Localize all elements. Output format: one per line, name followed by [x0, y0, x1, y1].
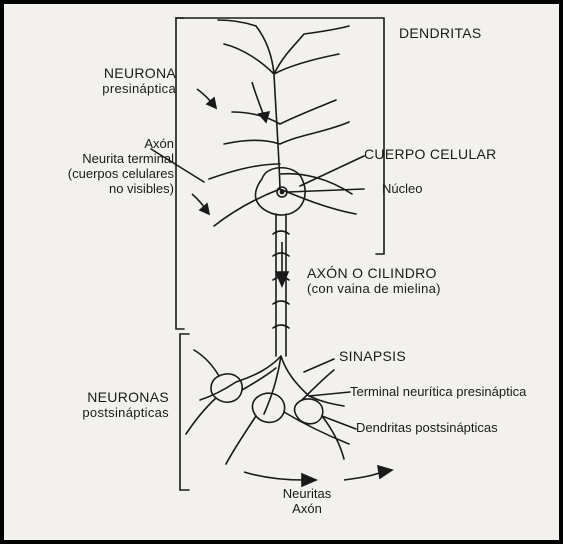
leader-nucleo	[288, 189, 364, 192]
leader-sinapsis	[304, 359, 334, 372]
label-cuerpo-celular: CUERPO CELULAR	[364, 147, 497, 162]
postsynaptic-neuron-2	[252, 393, 284, 422]
dendritas-bracket	[176, 18, 384, 254]
arrow-bottom-2	[344, 472, 382, 480]
label-neuronas-postsinapticas: NEURONAS postsinápticas	[74, 390, 169, 420]
leader-cuerpo	[300, 156, 364, 186]
label-axon-cilindro: AXÓN O CILINDRO (con vaina de mielina)	[307, 266, 441, 296]
label-nucleo: Núcleo	[382, 181, 422, 196]
label-terminal-neuritica: Terminal neurítica presináptica	[350, 384, 526, 399]
label-sinapsis: SINAPSIS	[339, 349, 406, 364]
label-dendritas-postsinapticas: Dendritas postsinápticas	[356, 420, 498, 435]
label-neurona-presinaptica: NEURONA presináptica	[86, 66, 176, 96]
label-dendritas: DENDRITAS	[399, 26, 482, 41]
label-neuritas-axon: Neuritas Axón	[272, 486, 342, 516]
dendrite-branches	[209, 20, 356, 226]
postsinaptica-bracket	[180, 334, 189, 490]
presinaptica-bracket	[176, 18, 184, 329]
leader-terminal	[309, 392, 350, 396]
label-axon-neurita: Axón Neurita terminal (cuerpos celulares…	[29, 136, 174, 196]
arrow-bottom-1	[244, 472, 304, 480]
